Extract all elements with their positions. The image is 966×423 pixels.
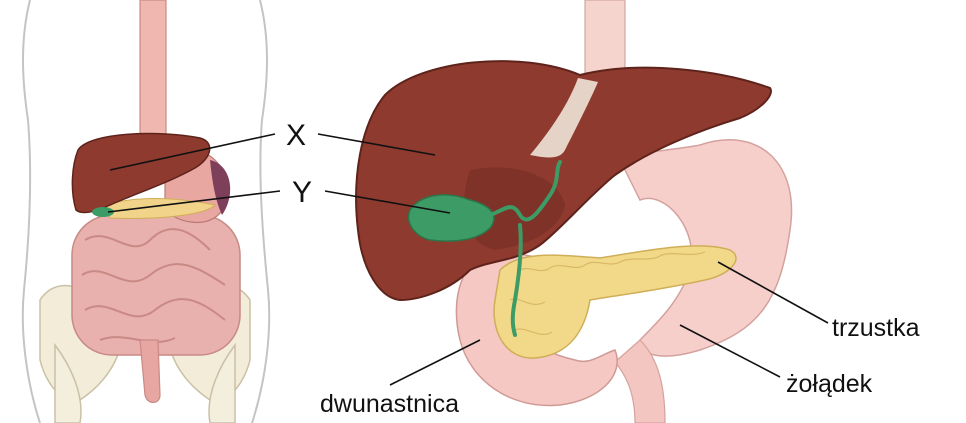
label-x: X [286, 119, 306, 152]
label-pancreas: trzustka [832, 314, 920, 342]
duodenum-leader [390, 340, 480, 385]
liver-detail-illustration [356, 0, 791, 423]
body-figure [23, 0, 269, 423]
esophagus [140, 0, 166, 150]
label-stomach: żołądek [786, 370, 873, 398]
label-y: Y [292, 176, 312, 209]
label-duodenum: dwunastnica [320, 390, 459, 418]
